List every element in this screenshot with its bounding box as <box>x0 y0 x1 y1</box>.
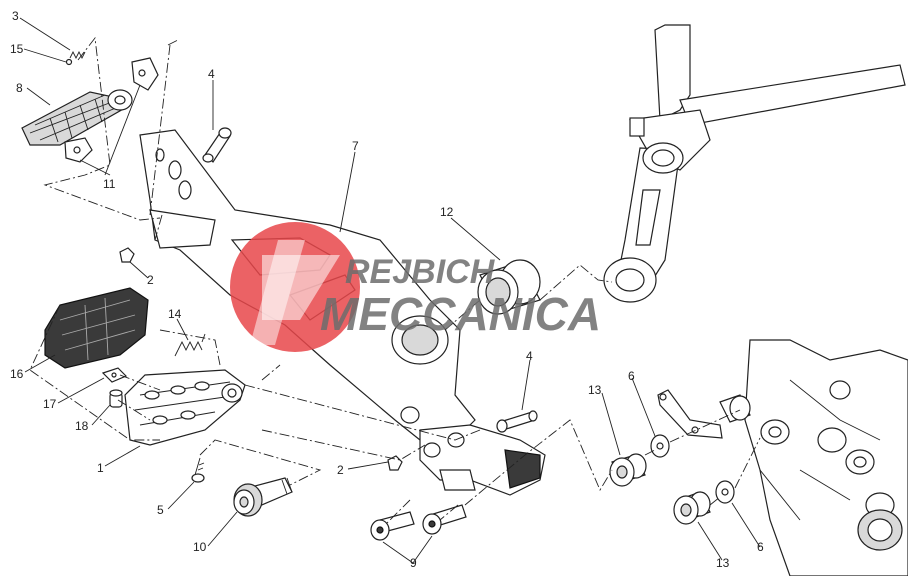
callout-8: 8 <box>16 81 23 95</box>
nut-2-top <box>119 247 135 263</box>
heel-plate <box>419 424 546 496</box>
pin-4-top <box>202 127 232 163</box>
callout-1: 1 <box>97 461 104 475</box>
bushing-12 <box>477 259 541 315</box>
bushing-13-lower <box>673 491 711 525</box>
callout-16: 16 <box>10 367 24 381</box>
bolt-10 <box>233 477 293 517</box>
callout-5: 5 <box>157 503 164 517</box>
callout-6-upper: 6 <box>628 369 635 383</box>
bolt-9-left <box>370 511 415 541</box>
watermark-line2: MECCANICA <box>320 288 601 340</box>
plate-17 <box>101 367 128 383</box>
pin-4-lower <box>496 410 538 433</box>
callout-15: 15 <box>10 42 24 56</box>
callout-6-lower: 6 <box>757 540 764 554</box>
callout-12: 12 <box>440 205 454 219</box>
watermark-logo <box>230 222 360 352</box>
spacer-18 <box>109 389 123 408</box>
spring-3 <box>69 50 86 60</box>
callout-14: 14 <box>168 307 182 321</box>
assembly-lines <box>29 36 761 526</box>
watermark-line1: REJBICH <box>345 253 496 291</box>
callout-10: 10 <box>193 540 207 554</box>
callout-3: 3 <box>12 9 19 23</box>
bushing-13-upper <box>609 453 647 487</box>
link-bracket <box>657 389 723 439</box>
callout-9: 9 <box>410 556 417 570</box>
footpeg-1 <box>124 369 246 446</box>
screw-5 <box>191 457 205 483</box>
bolt-9-right <box>422 504 467 535</box>
callout-11: 11 <box>103 177 116 191</box>
bracket-11-top <box>131 57 159 91</box>
bracket-11-bottom <box>64 137 93 163</box>
frame-tube <box>603 24 906 303</box>
rubber-cover-16 <box>44 287 149 369</box>
callout-17: 17 <box>43 397 57 411</box>
leader-lines <box>19 17 761 564</box>
callout-13-upper: 13 <box>588 383 602 397</box>
engine-case <box>744 339 908 576</box>
callout-2-top: 2 <box>147 273 154 287</box>
callout-7: 7 <box>352 139 359 153</box>
callout-4-lower: 4 <box>526 349 533 363</box>
pin-15 <box>65 58 73 66</box>
callout-18: 18 <box>75 419 89 433</box>
callout-13-lower: 13 <box>716 556 730 570</box>
washer-6-lower <box>715 480 735 504</box>
washer-6-upper <box>650 434 670 458</box>
callout-4-top: 4 <box>208 67 215 81</box>
callout-2-lower: 2 <box>337 463 344 477</box>
bushing-engine <box>719 394 751 423</box>
rubber-footpeg-8 <box>21 89 133 146</box>
